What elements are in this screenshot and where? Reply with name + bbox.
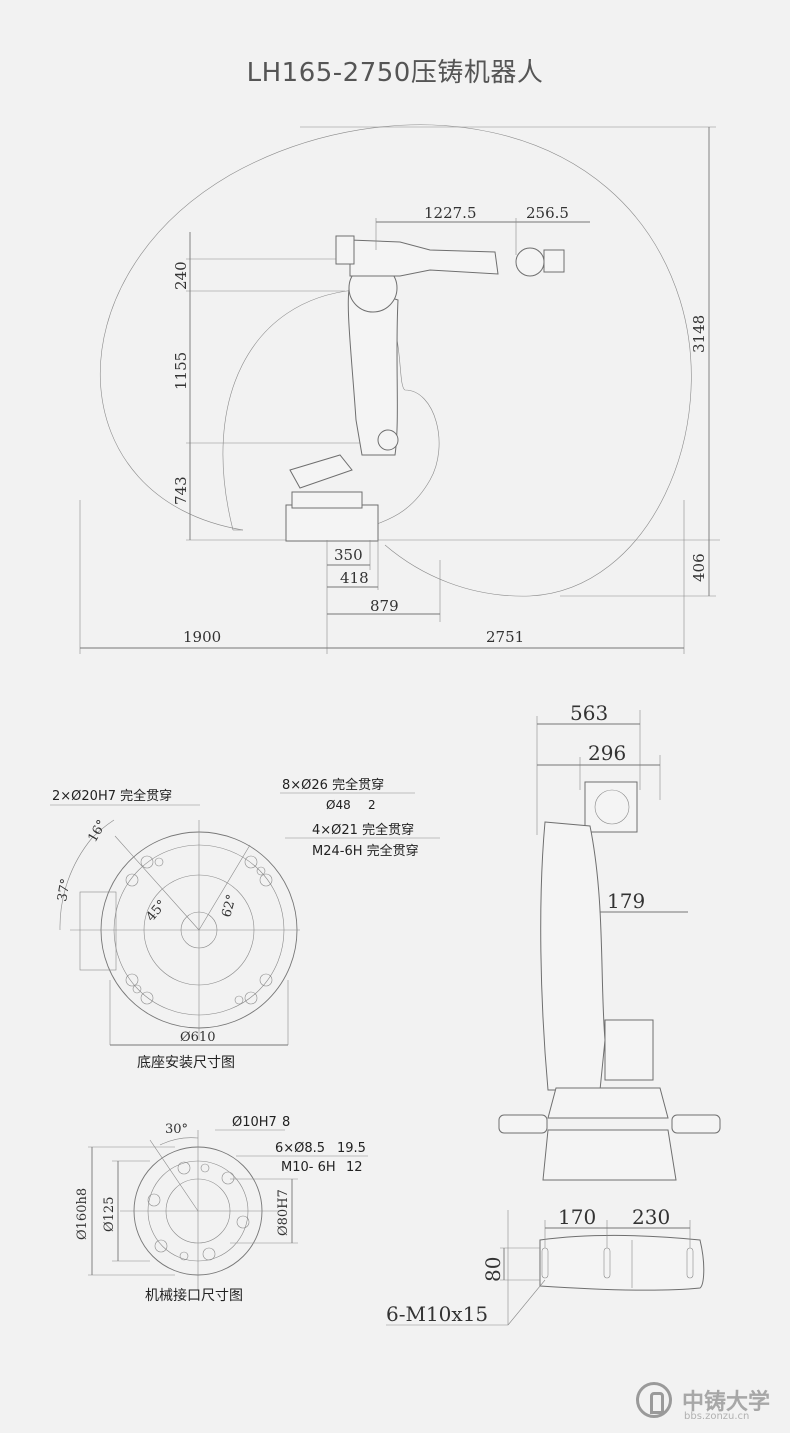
back-dim-179: 179 (607, 889, 645, 913)
bolt-note: 6-M10x15 (386, 1302, 488, 1326)
flange-dia-160: Ø160h8 (75, 1188, 90, 1240)
robot-lower-arm (347, 284, 399, 456)
flange-note-10h7-depth: 8 (282, 1115, 290, 1130)
dim-wrist: 256.5 (526, 204, 569, 222)
flange-interface-view: Ø10H7 8 6×Ø8.5 19.5 M10- 6H 12 30° Ø160h… (75, 1115, 368, 1304)
base-angle-62: 62° (219, 893, 239, 919)
base-holes (125, 855, 273, 1005)
dim-350: 350 (334, 546, 363, 564)
back-base (547, 1087, 669, 1119)
flange-angle-30: 30° (165, 1122, 188, 1137)
base-dia-610: Ø610 (180, 1030, 215, 1045)
side-view: 1227.5 256.5 240 1155 743 3148 406 350 4… (79, 124, 720, 654)
flange-note-6x8-depth: 19.5 (337, 1141, 366, 1156)
work-envelope-inner (222, 289, 440, 531)
dim-240: 240 (172, 261, 190, 290)
dim-879: 879 (370, 597, 399, 615)
base-mounting-view: 2×Ø20H7 完全贯穿 8×Ø26 完全贯穿 Ø48 2 4×Ø21 完全贯穿… (50, 777, 440, 1071)
dim-418: 418 (340, 569, 369, 587)
flange-holes (147, 1161, 250, 1261)
dim-1155: 1155 (172, 352, 190, 390)
flange-note-10h7: Ø10H7 (232, 1115, 277, 1130)
base-note-pcd-depth: 2 (368, 798, 376, 812)
leg-plate (539, 1234, 705, 1291)
flange-dia-125: Ø125 (102, 1197, 117, 1232)
flange-note-m10-depth: 12 (346, 1160, 363, 1175)
watermark-name: 中铸大学 (682, 1390, 771, 1415)
dim-406: 406 (690, 553, 708, 582)
dim-2751: 2751 (486, 628, 524, 646)
watermark-url: bbs.zonzu.cn (684, 1411, 750, 1422)
leg-dim-80: 80 (481, 1257, 505, 1282)
flange-dia-80: Ø80H7 (276, 1189, 291, 1236)
base-angle-45: 45° (144, 897, 170, 924)
leg-dim-170: 170 (558, 1205, 596, 1229)
robot-upper-arm (349, 239, 499, 277)
flange-note-m10: M10- 6H (281, 1160, 336, 1175)
base-note-8x26: 8×Ø26 完全贯穿 (282, 777, 384, 793)
watermark-logo-icon (636, 1382, 672, 1418)
robot-wrist (515, 247, 545, 277)
leg-detail: 170 230 80 6-M10x15 (386, 1205, 705, 1326)
base-caption: 底座安装尺寸图 (137, 1055, 235, 1071)
watermark: 中铸大学 bbs.zonzu.cn (636, 1382, 786, 1426)
back-wrist (584, 781, 638, 833)
robot-base (285, 504, 379, 542)
leg-dim-230: 230 (632, 1205, 670, 1229)
dim-1900: 1900 (183, 628, 221, 646)
back-view: 563 296 179 (498, 701, 721, 1181)
flange-caption: 机械接口尺寸图 (145, 1287, 243, 1304)
base-note-pcd: Ø48 (326, 798, 351, 812)
base-angle-37: 37° (55, 877, 74, 902)
dim-3148: 3148 (690, 315, 708, 353)
base-note-2x20: 2×Ø20H7 完全贯穿 (52, 788, 172, 804)
dim-upper-arm: 1227.5 (424, 204, 477, 222)
page-title: LH165-2750压铸机器人 (246, 58, 544, 88)
base-note-4x21: 4×Ø21 完全贯穿 (312, 822, 414, 838)
flange-note-6x8: 6×Ø8.5 (275, 1141, 325, 1156)
base-angle-16: 16° (85, 818, 110, 845)
base-note-m24: M24-6H 完全贯穿 (312, 843, 419, 859)
back-arm (540, 821, 606, 1091)
back-dim-563: 563 (570, 701, 608, 725)
back-dim-296: 296 (588, 741, 626, 765)
dim-743: 743 (172, 476, 190, 505)
